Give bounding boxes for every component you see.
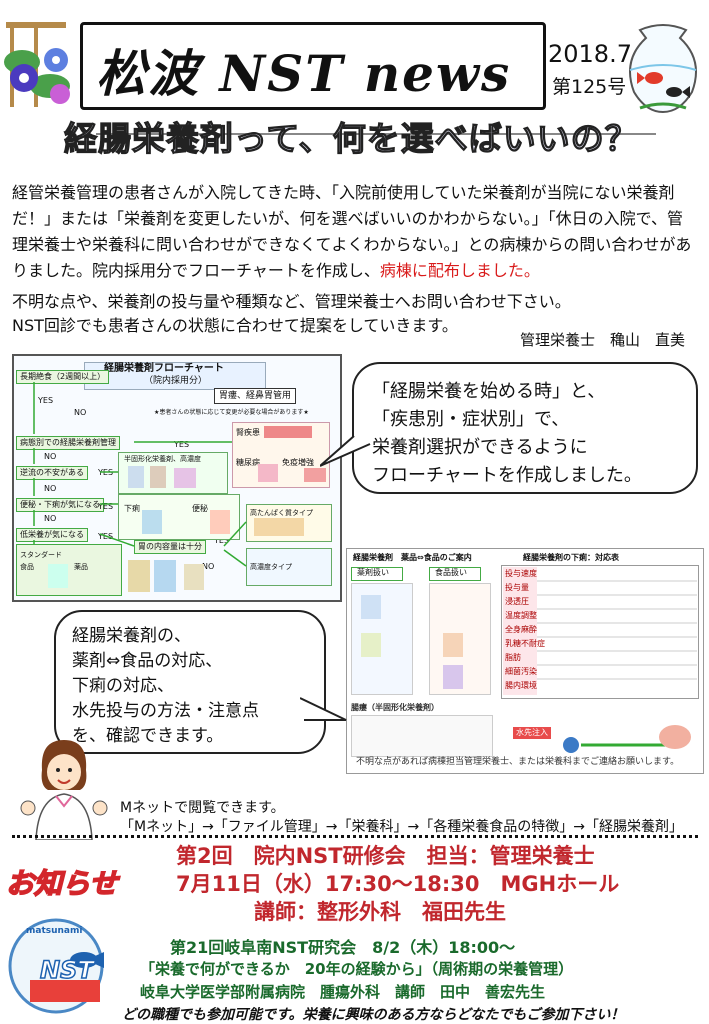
label-food: 食品 xyxy=(20,563,34,571)
row-label: 全身麻酔 xyxy=(505,625,537,634)
newsletter-title: 松波 NST news xyxy=(96,44,512,103)
event1-lecturer: 講師：整形外科 福田先生 xyxy=(254,900,506,924)
node-disease: 病態別での経腸栄養剤管理 xyxy=(16,436,120,450)
table-rows-lines xyxy=(537,580,697,680)
col-medicine: 薬剤扱い xyxy=(357,568,389,577)
no-label: NO xyxy=(202,562,215,571)
row-label: 脂肪 xyxy=(505,653,521,662)
row-label: 細菌汚染 xyxy=(505,667,537,676)
event2-title: 第21回岐阜南NST研究会 8/2（木）18:00～ xyxy=(170,938,516,957)
speech-bubble-flowchart: 「経腸栄養を始める時」と、 「疾患別・症状別」で、 栄養剤選択ができるように フ… xyxy=(352,362,698,494)
flowchart-title: 経腸栄養剤フローチャート xyxy=(104,363,224,374)
label-standard: スタンダード xyxy=(20,551,62,559)
yes-label: YES xyxy=(214,536,230,545)
node-malnutrition: 低栄養が気になる xyxy=(16,528,88,542)
contact-line: 不明な点や、栄養剤の投与量や種類など、管理栄養士へお問い合わせ下さい。 xyxy=(12,292,571,311)
flowchart-arrows xyxy=(33,382,247,567)
logo-caption: matsunami xyxy=(26,926,83,936)
no-label: NO xyxy=(74,408,87,417)
label-constipation: 便秘 xyxy=(192,504,208,513)
bubble1-tail xyxy=(320,436,371,467)
bubble2-line: 水先投与の方法・注意点 xyxy=(72,701,259,721)
node-reflux: 逆流の不安がある xyxy=(16,466,88,480)
goldfish-bowl-icon xyxy=(629,24,697,114)
bubble1-line: 「疾患別・症状別」で、 xyxy=(372,409,570,430)
water-flush-diagram xyxy=(563,725,691,753)
bubble1-line: フローチャートを作成しました。 xyxy=(372,465,642,486)
intro-text: 経管栄養管理の患者さんが入院してきた時、「入院前使用していた栄養剤が当院にない栄… xyxy=(12,183,692,280)
bubble2-line: 薬剤⇔食品の対応、 xyxy=(72,651,223,671)
headline: 経腸栄養剤って、何を選べばいいの？ xyxy=(63,118,639,158)
bubble1-line: 栄養剤選択ができるように xyxy=(372,437,588,458)
flowchart-route: 胃瘻、経鼻胃管用 xyxy=(214,388,297,404)
intro-highlight: 病棟に配布しました。 xyxy=(379,261,540,280)
label-high-protein: 高たんぱく質タイプ xyxy=(250,509,313,517)
table-bottom-label: 腸瘻（半固形化栄養剤） xyxy=(351,703,439,712)
nst-line: NST回診でも患者さんの状態に合わせて提案をしていきます。 xyxy=(12,316,458,335)
bubble2-line: を、確認できます。 xyxy=(72,726,224,746)
nst-logo-icon xyxy=(8,918,104,1014)
logo-text: NST xyxy=(39,955,94,985)
yes-label: YES xyxy=(38,396,54,405)
label-semisolid: 半固形化栄養剤、高濃度 xyxy=(124,455,201,463)
issue-number: 第125号 xyxy=(552,76,627,98)
issue-date: 2018.7 xyxy=(548,40,632,68)
event2-theme: 「栄養で何ができるか 20年の経験から」（周術期の栄養管理） xyxy=(140,960,574,978)
no-label: NO xyxy=(44,452,57,461)
row-label: 腸内環境 xyxy=(505,681,537,690)
table-caption: 不明な点があれば病棟担当管理栄養士、または栄養科までご連絡お願いします。 xyxy=(356,757,680,767)
node-long-fast: 長期絶食（2週間以上） xyxy=(16,370,110,384)
col-food: 食品扱い xyxy=(435,568,467,577)
contact-paragraph: 不明な点や、栄養剤の投与量や種類など、管理栄養士へお問い合わせ下さい。 NST回… xyxy=(12,290,692,338)
event1-datetime: 7月11日（水）17:30～18:30 MGHホール xyxy=(176,872,620,896)
bubble2-tail xyxy=(300,697,347,721)
flowchart-figure: 経腸栄養剤フローチャート （院内採用分） 胃瘻、経鼻胃管用 ★患者さんの状態に応… xyxy=(12,354,342,602)
headline-underline xyxy=(96,133,656,135)
no-label: NO xyxy=(44,514,57,523)
mnet-path: 「Mネット」→「ファイル管理」→「栄養科」→「各種栄養食品の特徴」→「経腸栄養剤… xyxy=(120,819,683,835)
row-label: 投与速度 xyxy=(505,569,537,578)
row-label: 投与量 xyxy=(505,583,529,592)
label-kidney: 腎疾患 xyxy=(236,428,260,437)
node-stomach: 胃の内容量は十分 xyxy=(134,540,206,554)
no-label: NO xyxy=(44,484,57,493)
table-figure: 経腸栄養剤 薬品⇔食品のご案内 薬剤扱い 食品扱い 腸瘻（半固形化栄養剤） 経腸… xyxy=(346,548,704,774)
table-right-title: 経腸栄養剤の下痢：対応表 xyxy=(523,553,619,562)
flowchart-note: ★患者さんの状態に応じて変更が必要な場合があります★ xyxy=(154,409,309,416)
intro-paragraph: 経管栄養管理の患者さんが入院してきた時、「入院前使用していた栄養剤が当院にない栄… xyxy=(12,180,692,284)
event2-lecturer: 岐阜大学医学部附属病院 腫瘍外科 講師 田中 善宏先生 xyxy=(140,983,546,1001)
label-high-density: 高濃度タイプ xyxy=(250,563,292,571)
author: 管理栄養士 穐山 直美 xyxy=(520,331,686,349)
speech-bubble-table: 経腸栄養剤の、 薬剤⇔食品の対応、 下痢の対応、 水先投与の方法・注意点 を、確… xyxy=(54,610,326,754)
bubble2-line: 下痢の対応、 xyxy=(72,676,174,696)
bubble2-line: 経腸栄養剤の、 xyxy=(72,626,191,646)
node-bowel: 便秘・下痢が気になる xyxy=(16,498,104,512)
yes-label: YES xyxy=(174,440,190,449)
label-immune: 免疫増強 xyxy=(282,458,314,467)
bubble1-line: 「経腸栄養を始める時」と、 xyxy=(372,381,606,402)
flowchart-subtitle: （院内採用分） xyxy=(144,376,208,386)
notice-title: お知らせ xyxy=(5,866,118,901)
row-label: 温度調整 xyxy=(505,611,537,620)
label-medicine: 薬品 xyxy=(74,563,88,571)
header-frame xyxy=(80,22,546,110)
morning-glory-icon xyxy=(4,22,70,107)
label-diarrhea: 下痢 xyxy=(124,504,140,513)
notice-footer: どの職種でも参加可能です。栄養に興味のある方ならどなたでもご参加下さい！ xyxy=(122,1007,625,1023)
row-label: 乳糖不耐症 xyxy=(505,639,545,648)
nurse-illustration-icon xyxy=(20,740,108,840)
row-label: 浸透圧 xyxy=(505,597,529,606)
mnet-info: Mネットで閲覧できます。 xyxy=(120,800,285,816)
table-left-title: 経腸栄養剤 薬品⇔食品のご案内 xyxy=(353,553,472,562)
label-diabetes: 糖尿病 xyxy=(236,458,260,467)
water-label: 水先注入 xyxy=(513,727,551,739)
yes-label: YES xyxy=(98,502,114,511)
section-divider xyxy=(12,835,698,838)
event1-title: 第2回 院内NST研修会 担当：管理栄養士 xyxy=(176,844,595,868)
